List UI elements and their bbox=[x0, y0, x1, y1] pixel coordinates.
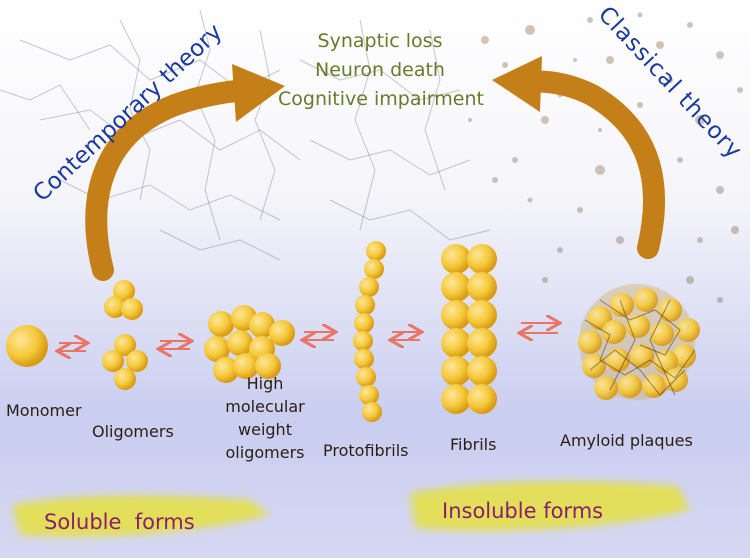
amyloid-plaques-label: Amyloid plaques bbox=[560, 431, 693, 450]
insoluble-forms-highlight bbox=[410, 481, 690, 531]
hmw-oligomer-cluster bbox=[204, 305, 295, 383]
classical-theory-arrowhead bbox=[492, 56, 542, 112]
equilibrium-arrow-1 bbox=[59, 343, 86, 351]
insoluble-forms-label: Insoluble forms bbox=[442, 499, 604, 523]
oligomer-cluster-top bbox=[104, 280, 143, 320]
contemporary-theory-arrow bbox=[85, 79, 257, 281]
effect-cognitive-impairment: Cognitive impairment bbox=[278, 88, 484, 110]
contemporary-theory-arrowhead bbox=[232, 64, 285, 122]
effect-neuron-death: Neuron death bbox=[315, 59, 445, 81]
soluble-forms-highlight bbox=[12, 495, 270, 537]
protofibrils-label: Protofibrils bbox=[323, 441, 409, 460]
fibrils-label: Fibrils bbox=[450, 435, 497, 454]
monomer-label: Monomer bbox=[6, 401, 82, 420]
oligomer-cluster-bottom bbox=[102, 334, 148, 390]
effect-synaptic-loss: Synaptic loss bbox=[317, 30, 443, 52]
protofibril-chain bbox=[353, 241, 386, 422]
fibril-stack bbox=[441, 244, 497, 414]
equilibrium-arrow-4 bbox=[392, 332, 420, 340]
equilibrium-arrow-3 bbox=[304, 332, 334, 340]
hmw-oligomers-label: High molecular weight oligomers bbox=[225, 374, 305, 462]
equilibrium-arrows bbox=[59, 323, 558, 351]
amyloid-plaque bbox=[578, 284, 700, 400]
classical-theory-arrow bbox=[515, 70, 665, 259]
soluble-forms-label: Soluble forms bbox=[44, 510, 195, 534]
monomer-sphere bbox=[6, 325, 48, 367]
equilibrium-arrow-2 bbox=[160, 341, 190, 349]
equilibrium-arrow-5 bbox=[521, 323, 558, 333]
oligomers-label: Oligomers bbox=[92, 422, 174, 441]
